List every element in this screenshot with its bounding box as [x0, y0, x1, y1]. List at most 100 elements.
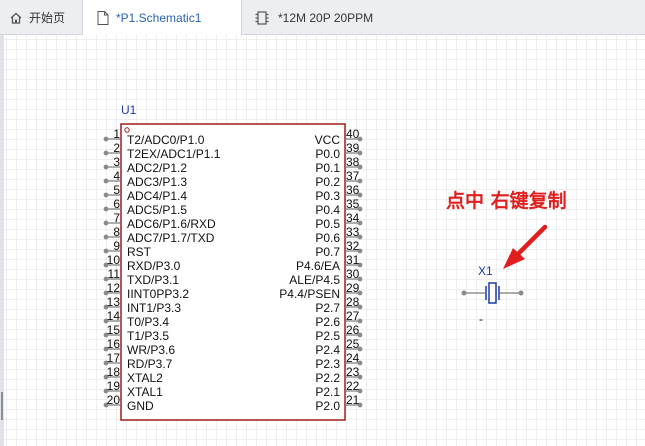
pin-end[interactable] — [357, 192, 363, 198]
pin-end[interactable] — [357, 290, 363, 296]
pin-number: 12 — [107, 281, 121, 295]
pin-end[interactable] — [103, 164, 109, 170]
pin-end[interactable] — [103, 332, 109, 338]
pin-number: 33 — [346, 225, 360, 239]
pin-end[interactable] — [103, 192, 109, 198]
pin-end[interactable] — [357, 304, 363, 310]
chip-designator[interactable]: U1 — [121, 103, 137, 117]
pin-end[interactable] — [103, 150, 109, 156]
pin-end[interactable] — [103, 276, 109, 282]
pin-end[interactable] — [103, 374, 109, 380]
pin-end[interactable] — [103, 318, 109, 324]
pin-end[interactable] — [357, 346, 363, 352]
pin-end[interactable] — [103, 220, 109, 226]
pin-end[interactable] — [357, 360, 363, 366]
pin-end[interactable] — [103, 178, 109, 184]
crystal-component[interactable]: X1 - — [461, 264, 524, 326]
pin-end[interactable] — [357, 318, 363, 324]
pin-end[interactable] — [103, 402, 109, 408]
pin-end[interactable] — [103, 262, 109, 268]
pin-end[interactable] — [357, 402, 363, 408]
pin-end[interactable] — [357, 136, 363, 142]
pin-end[interactable] — [357, 248, 363, 254]
pin-end[interactable] — [103, 234, 109, 240]
pin-end[interactable] — [357, 206, 363, 212]
pin-end[interactable] — [103, 290, 109, 296]
pin-name: XTAL1 — [127, 385, 163, 399]
pin-end[interactable] — [357, 150, 363, 156]
pin-end[interactable] — [357, 262, 363, 268]
pin-name: WR/P3.6 — [127, 343, 175, 357]
crystal-pin-end[interactable] — [518, 290, 524, 296]
pin-end[interactable] — [103, 360, 109, 366]
pin-name: ALE/P4.5 — [289, 273, 340, 287]
pin-number: 38 — [346, 155, 360, 169]
pin-end[interactable] — [103, 346, 109, 352]
pin-end[interactable] — [357, 332, 363, 338]
pin-end[interactable] — [103, 304, 109, 310]
pin-end[interactable] — [103, 388, 109, 394]
pin-name: P0.4 — [315, 203, 340, 217]
pin-number: 10 — [107, 253, 121, 267]
pin-end[interactable] — [357, 164, 363, 170]
pin-end[interactable] — [357, 178, 363, 184]
pin-end[interactable] — [103, 248, 109, 254]
tab-footprint[interactable]: *12M 20P 20PPM — [248, 0, 448, 35]
pin-end[interactable] — [357, 234, 363, 240]
pin-end[interactable] — [103, 206, 109, 212]
pin-end[interactable] — [357, 388, 363, 394]
pin-end[interactable] — [357, 374, 363, 380]
chip-body[interactable] — [120, 123, 346, 421]
panel-splitter-handle[interactable] — [1, 392, 3, 420]
pin-end[interactable] — [103, 136, 109, 142]
pin-end[interactable] — [357, 220, 363, 226]
crystal-pin-end[interactable] — [461, 290, 467, 296]
pin-number: 7 — [113, 211, 120, 225]
pin-end[interactable] — [357, 276, 363, 282]
annotation-text: 点中 右键复制 — [446, 189, 567, 212]
tab-schematic[interactable]: *P1.Schematic1 — [82, 0, 242, 36]
tab-start-page[interactable]: 开始页 — [8, 0, 80, 35]
